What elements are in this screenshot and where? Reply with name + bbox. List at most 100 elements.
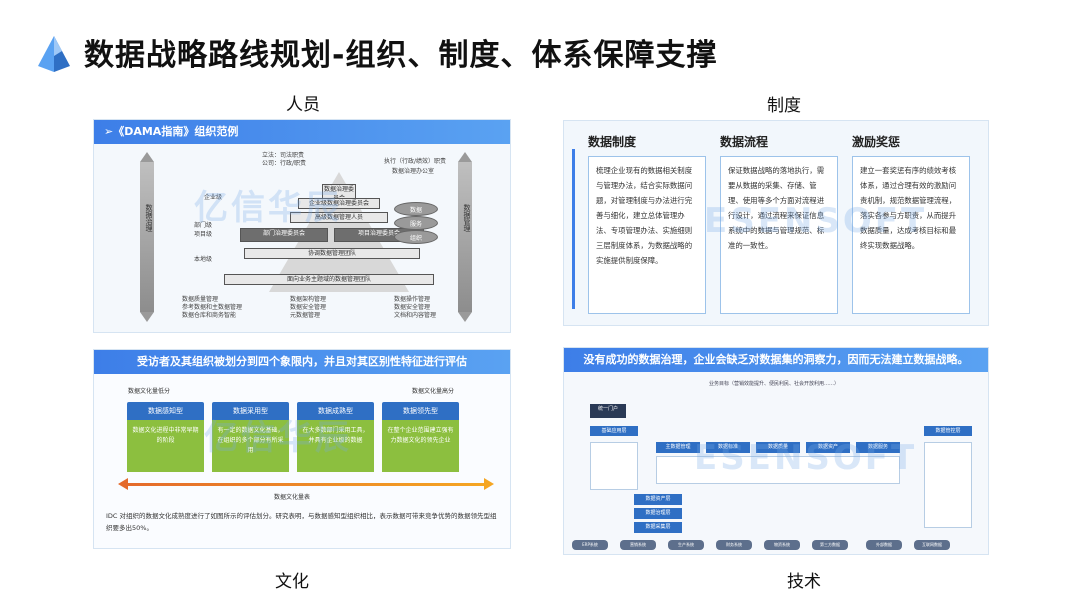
quadrant-lead-body: 在整个企业范围建立强有力数据文化的领先企业 bbox=[382, 420, 459, 472]
tech-portal: 统一门户 bbox=[590, 404, 626, 418]
pyramid-level-4: 部门治理委员会 bbox=[240, 228, 328, 242]
system-panel: 数据制度 梳理企业现有的数据相关制度与管理办法，结合实际数据问题，对管理制度与办… bbox=[563, 120, 989, 326]
system-col-3-title: 激励奖惩 bbox=[852, 135, 901, 149]
right-arrow-top-icon bbox=[458, 152, 472, 162]
left-arrow-bottom-icon bbox=[140, 312, 154, 322]
system-col-1-title: 数据制度 bbox=[588, 135, 637, 149]
tech-panel: 没有成功的数据治理，企业会缺乏对数据集的洞察力，因而无法建立数据战略。 业务目标… bbox=[563, 347, 989, 555]
culture-panel: 受访者及其组织被划分到四个象限内，并且对其区别性特征进行评估 数据文化量低分 数… bbox=[93, 349, 511, 549]
disk-label-org: 组织 bbox=[410, 235, 423, 242]
right-arrow-label: 数据管理 bbox=[463, 204, 471, 232]
system-col-1-body: 梳理企业现有的数据相关制度与管理办法，结合实际数据问题，对管理制度与办法进行完善… bbox=[588, 156, 706, 314]
tech-layer-asset: 数据资产层 bbox=[634, 494, 682, 505]
quadrant-lead: 数据领先型 在整个企业范围建立强有力数据文化的领先企业 bbox=[382, 402, 459, 474]
org-disk bbox=[394, 230, 438, 244]
tech-row-standard: 数据标准 bbox=[706, 442, 750, 453]
culture-label-low: 数据文化量低分 bbox=[128, 388, 171, 395]
quadrant-adopt-head: 数据采用型 bbox=[212, 402, 289, 420]
caption-people: 人员 bbox=[286, 95, 320, 115]
quadrant-aware-body: 数据文化进程中非常早期的阶段 bbox=[127, 420, 204, 472]
func-left-3: 数据仓库和商务智能 bbox=[182, 312, 237, 319]
culture-scale-arrow bbox=[124, 483, 484, 486]
org-panel-heading: ➢《DAMA指南》组织范例 bbox=[94, 120, 510, 144]
source-erp: ERP系统 bbox=[572, 540, 608, 550]
tech-right-col-head: 数据管控层 bbox=[924, 426, 972, 436]
tech-layer-gov: 数据治理层 bbox=[634, 508, 682, 519]
tech-left-col-body bbox=[590, 442, 638, 490]
tech-row-asset: 数据资产 bbox=[806, 442, 850, 453]
source-material: 物资系统 bbox=[764, 540, 800, 550]
disk-label-service: 服务 bbox=[410, 221, 423, 228]
tech-grid-block bbox=[656, 456, 900, 484]
culture-footnote: IDC 对组织的数据文化成熟度进行了如图所示的评估划分。研究表明，与数据感知型组… bbox=[106, 512, 497, 532]
brand-logo-icon bbox=[38, 36, 70, 72]
scale-arrow-right-icon bbox=[484, 478, 494, 490]
page-title: 数据战略路线规划-组织、制度、体系保障支撑 bbox=[84, 38, 718, 73]
func-right-2: 数据安全管理 bbox=[394, 304, 431, 311]
tech-row-quality: 数据质量 bbox=[756, 442, 800, 453]
left-arrow-top-icon bbox=[140, 152, 154, 162]
level-tag-dept: 部门级 bbox=[194, 222, 213, 229]
quadrant-lead-head: 数据领先型 bbox=[382, 402, 459, 420]
disk-label-data: 数据 bbox=[410, 207, 423, 214]
source-production: 生产系统 bbox=[668, 540, 704, 550]
tech-top-label: 业务目标（营销效能提升、便民利民、社会开放利用……） bbox=[708, 381, 839, 387]
top-tag-1: 立法：司法职责 bbox=[262, 152, 305, 159]
func-left-2: 参考数据和主数据管理 bbox=[182, 304, 243, 311]
caption-tech: 技术 bbox=[787, 572, 821, 592]
system-col-2-title: 数据流程 bbox=[720, 135, 769, 149]
system-col-2-body: 保证数据战略的落地执行，需要从数据的采集、存储、管理、使用等多个方面对流程进行设… bbox=[720, 156, 838, 314]
left-arrow-label: 数据治理 bbox=[145, 204, 153, 232]
caption-culture: 文化 bbox=[275, 572, 309, 592]
system-col-1: 数据制度 梳理企业现有的数据相关制度与管理办法，结合实际数据问题，对管理制度与办… bbox=[588, 133, 706, 315]
tech-row-master: 主数据管理 bbox=[656, 442, 700, 453]
left-arrow-bar bbox=[140, 162, 154, 312]
tech-right-col-body bbox=[924, 442, 972, 528]
quadrant-aware: 数据感知型 数据文化进程中非常早期的阶段 bbox=[127, 402, 204, 474]
func-right-3: 文档和内容管理 bbox=[394, 312, 437, 319]
level-tag-local: 本地级 bbox=[194, 256, 213, 263]
culture-label-high: 数据文化量高分 bbox=[412, 388, 455, 395]
source-marketing: 营销系统 bbox=[620, 540, 656, 550]
func-mid-3: 元数据管理 bbox=[290, 312, 321, 319]
tech-panel-heading: 没有成功的数据治理，企业会缺乏对数据集的洞察力，因而无法建立数据战略。 bbox=[564, 348, 988, 372]
right-arrow-bar bbox=[458, 162, 472, 312]
quadrant-adopt-body: 有一定的数据文化基础，在组织的多个部分有所采用 bbox=[212, 420, 289, 472]
org-diagram: 数据治理 数据管理 立法：司法职责 公司：行政/职责 执行（行政/绩效）职责 数… bbox=[94, 144, 510, 332]
system-col-2: 数据流程 保证数据战略的落地执行，需要从数据的采集、存储、管理、使用等多个方面对… bbox=[720, 133, 838, 315]
org-diagram-panel: ➢《DAMA指南》组织范例 数据治理 数据管理 立法：司法职责 公司：行政/职责… bbox=[93, 119, 511, 333]
level-tag-enterprise: 企业级 bbox=[204, 194, 223, 201]
system-col-3: 激励奖惩 建立一套奖惩有序的绩效考核体系，通过合理有效的激励问责机制，规范数据管… bbox=[852, 133, 970, 315]
right-tag-2: 数据治理办公室 bbox=[392, 168, 435, 175]
quadrant-adopt: 数据采用型 有一定的数据文化基础，在组织的多个部分有所采用 bbox=[212, 402, 289, 474]
scale-arrow-left-icon bbox=[118, 478, 128, 490]
pyramid-level-3: 高级数据管理人员 bbox=[290, 212, 388, 223]
right-arrow-bottom-icon bbox=[458, 312, 472, 322]
culture-panel-heading: 受访者及其组织被划分到四个象限内，并且对其区别性特征进行评估 bbox=[94, 350, 510, 374]
pyramid-level-7: 面向业务主题域的数据管理团队 bbox=[224, 274, 434, 285]
source-finance: 财务系统 bbox=[716, 540, 752, 550]
quadrant-aware-head: 数据感知型 bbox=[127, 402, 204, 420]
func-left-1: 数据质量管理 bbox=[182, 296, 219, 303]
quadrant-mature-head: 数据成熟型 bbox=[297, 402, 374, 420]
func-right-1: 数据操作管理 bbox=[394, 296, 431, 303]
func-mid-1: 数据架构管理 bbox=[290, 296, 327, 303]
quadrant-mature-body: 在大多数部门采用工具，并具有企业级的数据 bbox=[297, 420, 374, 472]
source-external: 外部数据 bbox=[866, 540, 902, 550]
source-internet: 互联网数据 bbox=[914, 540, 950, 550]
func-mid-2: 数据安全管理 bbox=[290, 304, 327, 311]
top-tag-2: 公司：行政/职责 bbox=[262, 160, 307, 167]
source-third: 第三方数据 bbox=[812, 540, 848, 550]
tech-layer-collect: 数据采集层 bbox=[634, 522, 682, 533]
caption-system: 制度 bbox=[767, 96, 801, 116]
level-tag-project: 项目级 bbox=[194, 231, 213, 238]
pyramid-level-2: 企业级数据治理委员会 bbox=[298, 198, 380, 209]
pyramid-level-6: 协调数据管理团队 bbox=[244, 248, 420, 259]
tech-row-service: 数据服务 bbox=[856, 442, 900, 453]
culture-axis-label: 数据文化量表 bbox=[274, 494, 311, 501]
quadrant-mature: 数据成熟型 在大多数部门采用工具，并具有企业级的数据 bbox=[297, 402, 374, 474]
system-accent-bar bbox=[572, 149, 575, 309]
tech-left-col-head: 基础应用层 bbox=[590, 426, 638, 436]
right-tag-1: 执行（行政/绩效）职责 bbox=[384, 158, 447, 165]
system-col-3-body: 建立一套奖惩有序的绩效考核体系，通过合理有效的激励问责机制，规范数据管理流程，落… bbox=[852, 156, 970, 314]
